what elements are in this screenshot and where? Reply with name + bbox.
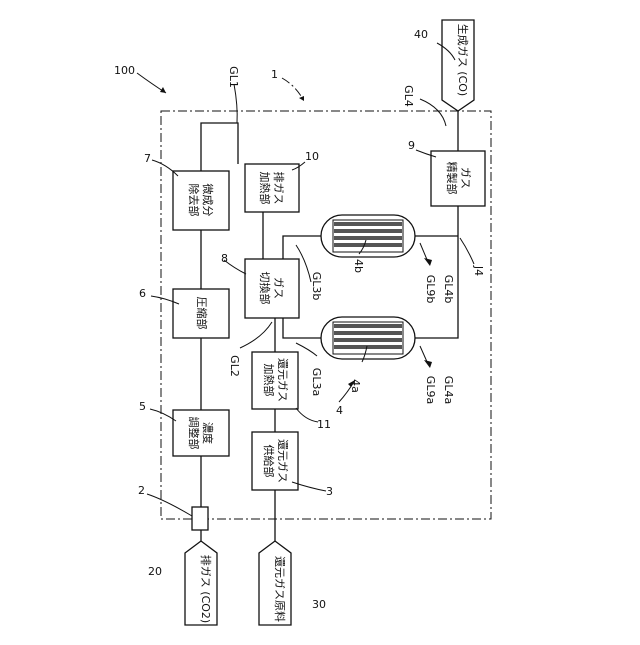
label-9: 9 [408,139,415,152]
label-gl9b: GL9b [424,275,437,304]
product-gas-label: 生成ガス (CO) [456,24,470,96]
exhaust-heating-block [245,164,299,212]
trace-removal-label-2: 除去部 [187,184,201,217]
concentration-block [173,410,229,456]
label-11: 11 [317,418,331,431]
label-30: 30 [312,598,326,611]
label-gl4: GL4 [402,85,415,107]
gas-switching-label-1: ガス [272,277,285,299]
label-2: 2 [138,484,145,497]
label-40: 40 [414,28,428,41]
concentration-label-2: 調整部 [187,417,201,450]
label-6: 6 [139,287,146,300]
label-4a: 4a [349,379,362,393]
label-4b: 4b [352,259,365,273]
gl3a-line [283,318,321,338]
label-10: 10 [305,150,319,163]
trace-removal-label-1: 微成分 [201,184,215,217]
gas-refining-label-1: ガス [459,167,472,189]
label-8: 8 [221,252,228,265]
label-100: 100 [114,64,135,77]
reducing-supply-label-2: 供給部 [262,445,276,478]
label-gl4b: GL4b [442,275,455,304]
reducing-material-label: 還元ガス原料 [273,556,287,622]
label-4: 4 [336,404,343,417]
concentration-label-1: 濃度 [201,422,215,444]
exhaust-gas-label: 排ガス (CO2) [199,555,213,623]
label-gl2: GL2 [228,355,241,377]
trace-removal-block [173,171,229,230]
label-gl4a: GL4a [442,376,455,404]
compression-label: 圧縮部 [195,297,209,330]
gl9a-arrow [424,360,432,368]
label-5: 5 [139,400,146,413]
reactor-4b [321,215,415,257]
label-gl9a: GL9a [424,376,437,404]
component-2-box [192,507,208,530]
reducing-heating-label-2: 加熱部 [262,364,276,397]
label-1: 1 [271,68,278,81]
gl9b-arrow [424,258,432,266]
gas-switching-block [245,259,299,318]
label-gl3b: GL3b [310,272,323,301]
reactor-4a [321,317,415,359]
exhaust-heating-label-2: 加熱部 [258,172,272,205]
label-gl1: GL1 [227,66,240,88]
label-7: 7 [144,152,151,165]
label-gl3a: GL3a [310,368,323,396]
label-20: 20 [148,565,162,578]
gas-refining-label-2: 精製部 [445,162,459,195]
exhaust-heating-label-1: 排ガス [272,172,286,205]
label-j4: J4 [472,265,485,276]
gas-switching-label-2: 切換部 [258,272,272,305]
reducing-heating-label-1: 還元ガス [276,358,289,402]
reducing-supply-label-1: 還元ガス [276,439,289,483]
label-3: 3 [326,485,333,498]
